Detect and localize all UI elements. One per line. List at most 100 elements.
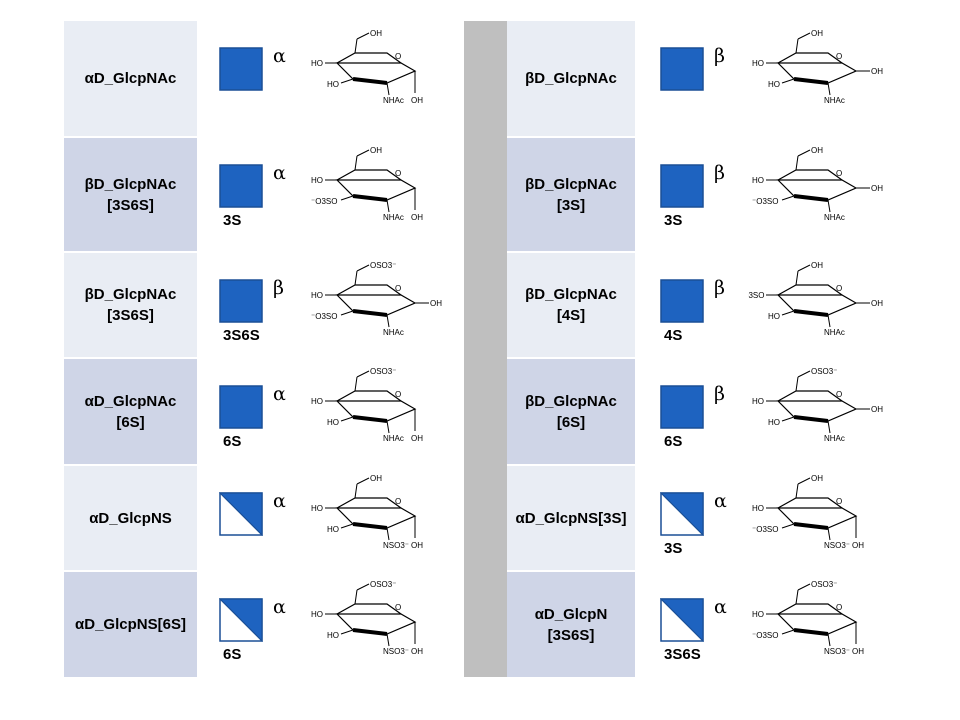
svg-text:HO: HO bbox=[768, 312, 780, 321]
svg-text:HO: HO bbox=[752, 59, 764, 68]
svg-text:OH: OH bbox=[852, 541, 864, 550]
filled-square-icon bbox=[660, 385, 704, 429]
right-row-3-name: βD_GlcpNAc [6S] bbox=[507, 359, 635, 464]
svg-text:HO: HO bbox=[311, 59, 323, 68]
svg-text:HO: HO bbox=[311, 504, 323, 513]
svg-text:O: O bbox=[836, 52, 842, 61]
svg-text:OH: OH bbox=[811, 146, 823, 155]
svg-text:OH: OH bbox=[811, 261, 823, 270]
left-row-4-name: αD_GlcpNS bbox=[64, 466, 197, 570]
left-row-5-anomer: α bbox=[273, 596, 286, 618]
svg-text:NSO3⁻: NSO3⁻ bbox=[824, 647, 850, 656]
right-row-5-anomer: α bbox=[714, 596, 727, 618]
svg-text:OH: OH bbox=[871, 67, 883, 76]
svg-text:OH: OH bbox=[871, 405, 883, 414]
diagonal-square-icon bbox=[219, 598, 263, 642]
pyranose-structure-icon: OH O HO ⁻O3SO NSO3⁻ OH bbox=[748, 472, 898, 569]
right-row-4-modification: 3S bbox=[664, 540, 683, 557]
right-row-2-modification: 4S bbox=[664, 327, 683, 344]
svg-text:⁻O3SO: ⁻O3SO bbox=[752, 197, 778, 206]
svg-text:NHAc: NHAc bbox=[383, 434, 404, 443]
left-row-4-anomer: α bbox=[273, 490, 286, 512]
svg-text:HO: HO bbox=[752, 504, 764, 513]
filled-square-icon bbox=[219, 47, 263, 91]
svg-text:NHAc: NHAc bbox=[383, 96, 404, 105]
left-row-3-anomer: α bbox=[273, 383, 286, 405]
left-row-5-name: αD_GlcpNS[6S] bbox=[64, 572, 197, 677]
svg-text:OH: OH bbox=[370, 474, 382, 483]
right-row-2-name: βD_GlcpNAc [4S] bbox=[507, 253, 635, 357]
svg-text:NSO3⁻: NSO3⁻ bbox=[824, 541, 850, 550]
svg-text:HO: HO bbox=[752, 610, 764, 619]
svg-text:NHAc: NHAc bbox=[824, 213, 845, 222]
left-row-0-name: αD_GlcpNAc bbox=[64, 21, 197, 136]
right-row-0-name: βD_GlcpNAc bbox=[507, 21, 635, 136]
pyranose-structure-icon: OH O HO HO NHAc OH bbox=[307, 27, 457, 124]
left-row-1-name: βD_GlcpNAc [3S6S] bbox=[64, 138, 197, 251]
diagonal-square-icon bbox=[660, 598, 704, 642]
pyranose-structure-icon: OH O HO ⁻O3SO NHAc OH bbox=[307, 144, 457, 241]
pyranose-structure-icon: OSO3⁻ O HO ⁻O3SO NHAc OH bbox=[307, 259, 457, 356]
svg-text:OSO3⁻: OSO3⁻ bbox=[370, 261, 396, 270]
svg-text:⁻O3SO: ⁻O3SO bbox=[311, 197, 337, 206]
filled-square-icon bbox=[660, 47, 704, 91]
svg-text:OH: OH bbox=[852, 647, 864, 656]
svg-text:HO: HO bbox=[311, 397, 323, 406]
right-row-5-modification: 3S6S bbox=[664, 646, 701, 663]
svg-text:NHAc: NHAc bbox=[383, 328, 404, 337]
svg-text:NHAc: NHAc bbox=[824, 96, 845, 105]
svg-text:O: O bbox=[836, 284, 842, 293]
svg-text:O: O bbox=[395, 603, 401, 612]
svg-text:OH: OH bbox=[411, 213, 423, 222]
column-divider bbox=[464, 21, 507, 677]
svg-text:HO: HO bbox=[311, 291, 323, 300]
svg-text:NHAc: NHAc bbox=[383, 213, 404, 222]
svg-text:HO: HO bbox=[311, 610, 323, 619]
svg-text:⁻O3SO: ⁻O3SO bbox=[748, 291, 764, 300]
svg-text:O: O bbox=[836, 169, 842, 178]
svg-text:OH: OH bbox=[871, 299, 883, 308]
svg-text:NHAc: NHAc bbox=[824, 434, 845, 443]
pyranose-structure-icon: OH O HO HO NHAc OH bbox=[748, 27, 898, 124]
svg-text:O: O bbox=[836, 603, 842, 612]
svg-text:O: O bbox=[395, 169, 401, 178]
svg-text:⁻O3SO: ⁻O3SO bbox=[752, 525, 778, 534]
svg-text:OH: OH bbox=[811, 29, 823, 38]
svg-text:OH: OH bbox=[411, 96, 423, 105]
filled-square-icon bbox=[660, 164, 704, 208]
svg-text:HO: HO bbox=[327, 631, 339, 640]
svg-text:HO: HO bbox=[752, 176, 764, 185]
svg-text:NHAc: NHAc bbox=[824, 328, 845, 337]
right-row-3-modification: 6S bbox=[664, 433, 683, 450]
svg-text:HO: HO bbox=[768, 80, 780, 89]
svg-text:HO: HO bbox=[311, 176, 323, 185]
filled-square-icon bbox=[219, 385, 263, 429]
svg-text:OH: OH bbox=[430, 299, 442, 308]
pyranose-structure-icon: OH O HO ⁻O3SO NHAc OH bbox=[748, 144, 898, 241]
svg-text:OH: OH bbox=[411, 647, 423, 656]
right-row-0-anomer: β bbox=[714, 45, 725, 67]
left-row-3-name: αD_GlcpNAc [6S] bbox=[64, 359, 197, 464]
pyranose-structure-icon: OSO3⁻ O HO HO NSO3⁻ OH bbox=[307, 578, 457, 675]
left-row-0-anomer: α bbox=[273, 45, 286, 67]
left-row-1-anomer: α bbox=[273, 162, 286, 184]
svg-text:OSO3⁻: OSO3⁻ bbox=[811, 580, 837, 589]
svg-text:HO: HO bbox=[327, 418, 339, 427]
svg-text:HO: HO bbox=[752, 397, 764, 406]
svg-text:OH: OH bbox=[370, 146, 382, 155]
svg-text:OH: OH bbox=[411, 541, 423, 550]
left-row-2-anomer: β bbox=[273, 277, 284, 299]
svg-text:OSO3⁻: OSO3⁻ bbox=[370, 580, 396, 589]
pyranose-structure-icon: OH O HO HO NSO3⁻ OH bbox=[307, 472, 457, 569]
right-row-4-anomer: α bbox=[714, 490, 727, 512]
left-row-5-modification: 6S bbox=[223, 646, 242, 663]
pyranose-structure-icon: OSO3⁻ O HO HO NHAc OH bbox=[748, 365, 898, 462]
right-row-1-name: βD_GlcpNAc [3S] bbox=[507, 138, 635, 251]
svg-text:O: O bbox=[836, 497, 842, 506]
pyranose-structure-icon: OSO3⁻ O HO HO NHAc OH bbox=[307, 365, 457, 462]
svg-text:OH: OH bbox=[811, 474, 823, 483]
svg-text:HO: HO bbox=[768, 418, 780, 427]
right-row-5-name: αD_GlcpN [3S6S] bbox=[507, 572, 635, 677]
diagonal-square-icon bbox=[660, 492, 704, 536]
left-row-3-modification: 6S bbox=[223, 433, 242, 450]
